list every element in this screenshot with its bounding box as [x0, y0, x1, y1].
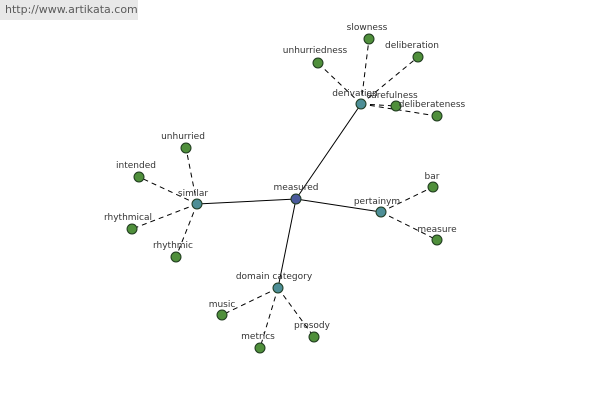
edge-similar-to-rhythmic: [175, 203, 198, 258]
edge-similar-to-unhurried: [185, 147, 198, 205]
edge-derivation-to-carefulness: [360, 103, 397, 107]
node-domain-category[interactable]: [272, 282, 284, 294]
label-domain-category[interactable]: domain category: [236, 272, 313, 282]
label-bar[interactable]: bar: [425, 172, 440, 182]
node-bar[interactable]: [427, 181, 439, 193]
label-deliberateness[interactable]: deliberateness: [399, 100, 466, 110]
edge-derivation-to-slowness: [360, 38, 370, 105]
label-unhurriedness[interactable]: unhurriedness: [283, 46, 348, 56]
node-similar[interactable]: [191, 198, 203, 210]
edge-domain-category-to-metrics: [259, 287, 279, 349]
label-rhythmical[interactable]: rhythmical: [104, 213, 152, 223]
label-music[interactable]: music: [209, 300, 236, 310]
node-rhythmical[interactable]: [126, 223, 138, 235]
node-prosody[interactable]: [308, 331, 320, 343]
label-similar[interactable]: similar: [178, 189, 208, 199]
source-url-banner[interactable]: http://www.artikata.com: [0, 0, 138, 20]
label-unhurried[interactable]: unhurried: [161, 132, 205, 142]
node-pertainym[interactable]: [375, 206, 387, 218]
edge-similar-to-rhythmical: [131, 203, 198, 230]
label-rhythmic[interactable]: rhythmic: [153, 241, 193, 251]
label-measure[interactable]: measure: [417, 225, 457, 235]
labels-layer: measured derivation similar pertainym domain…: [104, 23, 466, 342]
edge-measured-to-domain-category: [277, 198, 297, 289]
label-prosody[interactable]: prosody: [294, 321, 331, 331]
node-measure[interactable]: [431, 234, 443, 246]
label-carefulness[interactable]: carefulness: [366, 91, 418, 101]
edges-layer: [131, 38, 438, 349]
edge-measured-to-pertainym: [295, 198, 382, 213]
node-unhurried[interactable]: [180, 142, 192, 154]
label-metrics[interactable]: metrics: [241, 332, 275, 342]
edge-measured-to-similar: [196, 198, 297, 205]
edge-derivation-to-unhurriedness: [317, 62, 362, 105]
node-carefulness[interactable]: [390, 100, 402, 112]
edge-domain-category-to-prosody: [277, 287, 315, 338]
edge-similar-to-intended: [138, 176, 198, 205]
node-slowness[interactable]: [363, 33, 375, 45]
label-measured[interactable]: measured: [274, 183, 319, 193]
nodes-layer: [126, 33, 443, 354]
edge-pertainym-to-measure: [380, 211, 438, 241]
node-deliberation[interactable]: [412, 51, 424, 63]
label-derivation[interactable]: derivation: [332, 89, 378, 99]
label-intended[interactable]: intended: [116, 161, 156, 171]
edge-derivation-to-deliberation: [360, 56, 419, 105]
node-rhythmic[interactable]: [170, 251, 182, 263]
node-deliberateness[interactable]: [431, 110, 443, 122]
edge-domain-category-to-music: [221, 287, 279, 316]
node-intended[interactable]: [133, 171, 145, 183]
node-music[interactable]: [216, 309, 228, 321]
node-measured[interactable]: [290, 193, 302, 205]
label-slowness[interactable]: slowness: [347, 23, 388, 33]
node-unhurriedness[interactable]: [312, 57, 324, 69]
edge-measured-to-derivation: [295, 103, 362, 200]
label-pertainym[interactable]: pertainym: [354, 197, 400, 207]
node-derivation[interactable]: [355, 98, 367, 110]
label-deliberation[interactable]: deliberation: [385, 41, 439, 51]
edge-pertainym-to-bar: [380, 186, 434, 213]
node-metrics[interactable]: [254, 342, 266, 354]
